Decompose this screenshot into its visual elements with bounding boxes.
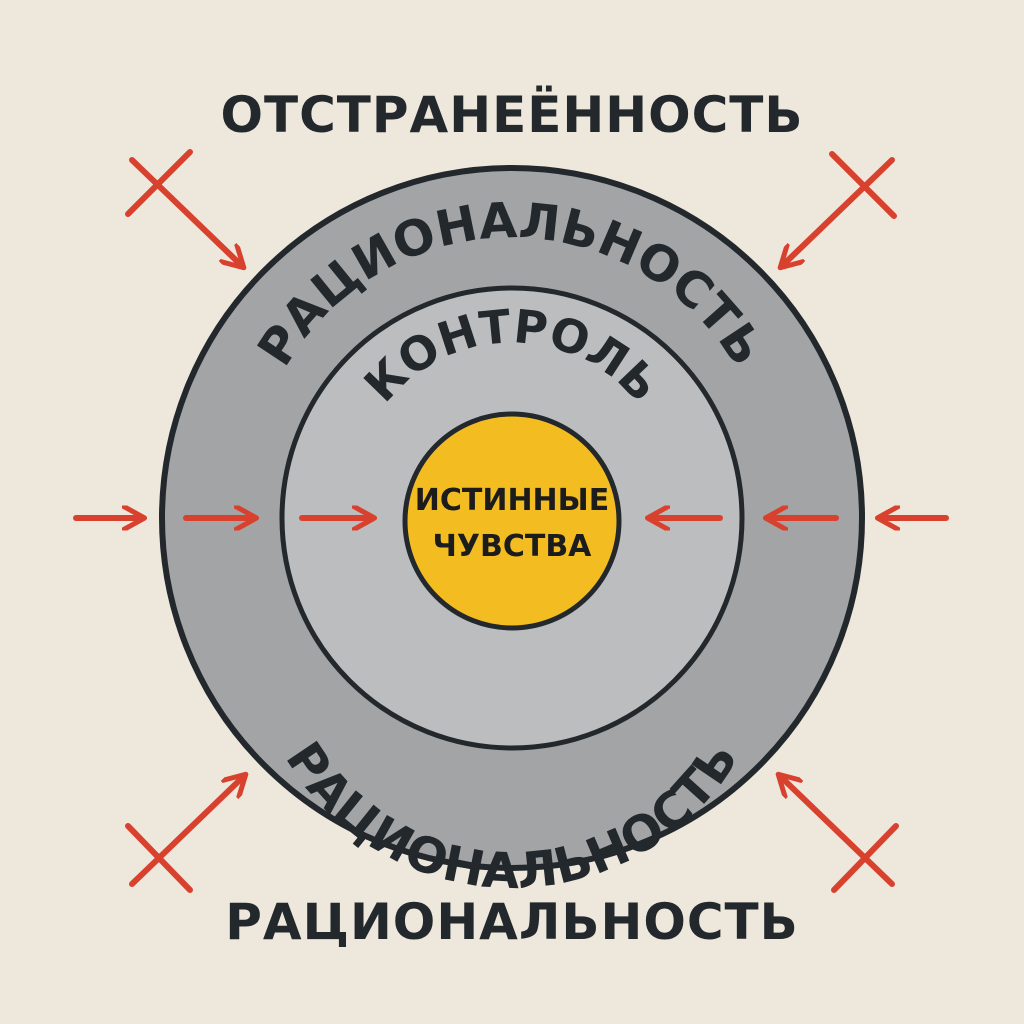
crossed-arrow-icon (782, 151, 897, 266)
crossed-arrow-icon (125, 149, 242, 266)
crossed-arrow-icon (125, 776, 244, 893)
top-label: ОТСТРАНЕЁННОСТЬ (220, 86, 804, 144)
core-label-line2: ЧУВСТВА (433, 529, 593, 564)
core-label-line1: ИСТИННЫЕ (415, 483, 610, 518)
bottom-label: РАЦИОНАЛЬНОСТЬ (225, 893, 799, 951)
crossed-arrow-icon (780, 776, 899, 893)
core-circle (402, 411, 622, 631)
